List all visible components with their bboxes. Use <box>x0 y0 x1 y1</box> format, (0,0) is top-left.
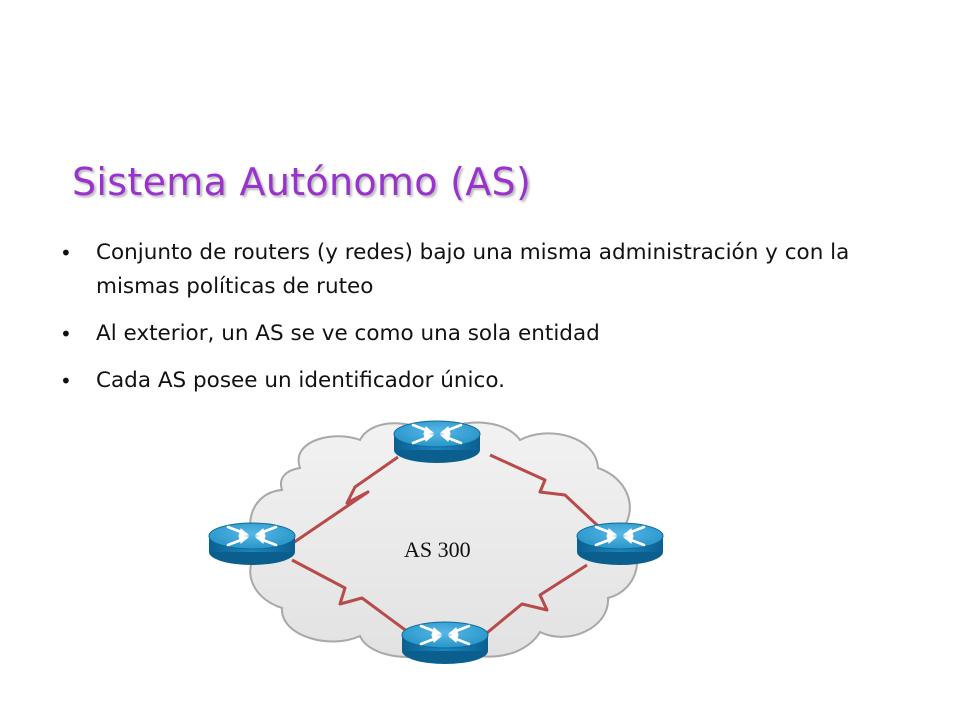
link-top-left <box>289 455 399 547</box>
bullet-icon: • <box>60 369 72 393</box>
bullet-list: • Conjunto de routers (y redes) bajo una… <box>60 236 860 411</box>
router-icon <box>393 420 481 463</box>
bullet-item: • Conjunto de routers (y redes) bajo una… <box>60 236 860 304</box>
bullet-item: • Cada AS posee un identificador único. <box>60 364 860 398</box>
router-icon <box>208 522 296 565</box>
bullet-item: • Al exterior, un AS se ve como una sola… <box>60 317 860 351</box>
router-icon <box>576 522 664 565</box>
link-top-right <box>489 453 615 542</box>
bullet-text: Al exterior, un AS se ve como una sola e… <box>96 321 600 346</box>
as-label: AS 300 <box>404 537 471 562</box>
network-links <box>289 453 615 639</box>
link-right-bottom <box>481 563 588 639</box>
bullet-icon: • <box>60 322 72 346</box>
slide-title: Sistema Autónomo (AS) <box>72 160 532 204</box>
bullet-text: Cada AS posee un identificador único. <box>96 368 505 393</box>
bullet-icon: • <box>60 241 72 265</box>
link-left-bottom <box>291 558 413 637</box>
bullet-text: Conjunto de routers (y redes) bajo una m… <box>96 240 850 299</box>
router-icon <box>401 621 489 664</box>
